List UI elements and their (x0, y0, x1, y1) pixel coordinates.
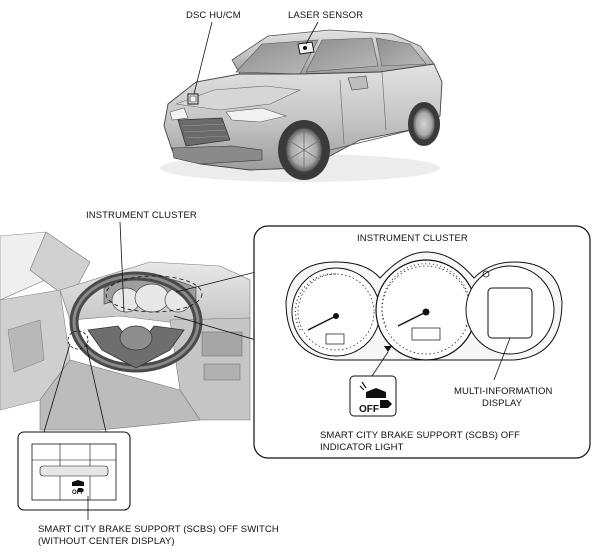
laser-sensor-marker (297, 21, 319, 55)
instrument-cluster-leader (119, 221, 125, 313)
multi-information-display-label-line1: MULTI-INFORMATION (454, 386, 553, 397)
scbs-off-switch-label-line2: (WITHOUT CENTER DISPLAY) (38, 536, 175, 547)
scbs-off-indicator-label-line2: INDICATOR LIGHT (320, 442, 404, 453)
vehicle-illustration (160, 29, 443, 182)
dashboard-illustration (0, 231, 251, 431)
svg-text:OFF: OFF (72, 490, 84, 496)
scbs-off-indicator-label-line1: SMART CITY BRAKE SUPPORT (SCBS) OFF (320, 430, 521, 441)
dsc-hu-cm-label: DSC HU/CM (186, 10, 241, 21)
scbs-off-switch-callout-panel: OFF (17, 431, 131, 520)
scbs-off-switch-label-line1: SMART CITY BRAKE SUPPORT (SCBS) OFF SWIT… (38, 524, 279, 535)
instrument-cluster-label: INSTRUMENT CLUSTER (86, 210, 197, 221)
multi-information-display-leader (493, 337, 511, 381)
instrument-cluster-panel-title: INSTRUMENT CLUSTER (357, 233, 468, 244)
cluster-callout-connector (173, 271, 257, 341)
switch-callout-connector (43, 343, 107, 433)
scbs-off-indicator-glyph-text: OFF (359, 404, 379, 415)
instrument-cluster-callout-panel (253, 225, 591, 459)
scbs-off-indicator-callout (349, 351, 397, 417)
dsc-hu-cm-module (187, 21, 213, 105)
multi-information-display-label-line2: DISPLAY (482, 398, 523, 409)
laser-sensor-label: LASER SENSOR (288, 10, 364, 21)
